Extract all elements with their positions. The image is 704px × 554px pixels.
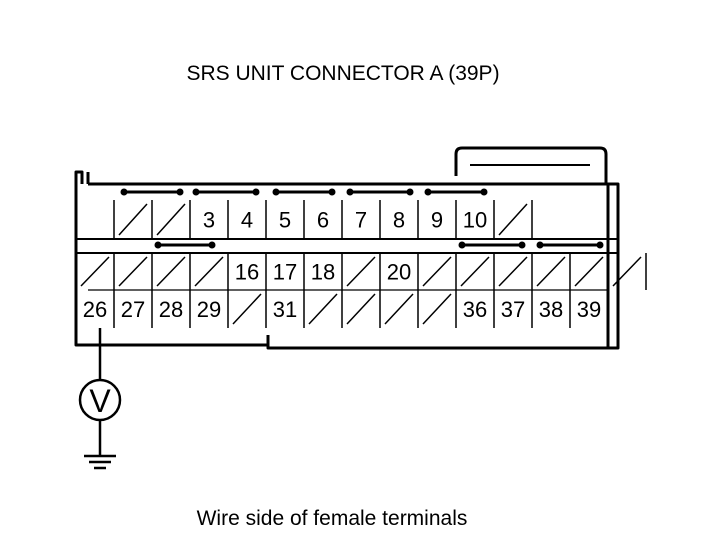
terminal-indicators <box>120 188 604 249</box>
terminal-label: 28 <box>159 297 183 322</box>
indicator-dot <box>120 188 128 196</box>
terminal-label: 36 <box>463 297 487 322</box>
terminal-label: 27 <box>121 297 145 322</box>
terminal-label: 37 <box>501 297 525 322</box>
indicator-dot <box>176 188 184 196</box>
indicator-dot <box>252 188 260 196</box>
empty-cavity <box>80 256 110 287</box>
connector-housing <box>74 146 620 350</box>
empty-cavity <box>346 256 376 287</box>
empty-cavity <box>536 256 566 287</box>
terminal-label: 10 <box>463 208 487 233</box>
empty-cavity <box>308 293 338 325</box>
indicator-dot <box>346 188 354 196</box>
empty-cavity <box>384 293 414 325</box>
terminal-label: 17 <box>273 260 297 285</box>
terminal-label: 29 <box>197 297 221 322</box>
terminal-label: 6 <box>317 208 329 233</box>
terminal-label: 20 <box>387 260 411 285</box>
empty-cavity <box>232 293 262 325</box>
terminal-cells: 3 4 5 6 7 8 9 10 16 17 18 20 26 27 28 29 31 36 37 38 39 <box>76 200 647 328</box>
empty-cavity <box>346 293 376 325</box>
empty-cavity <box>460 256 490 287</box>
voltmeter-icon: V <box>78 378 122 422</box>
empty-cavity <box>156 203 186 236</box>
terminal-label: 8 <box>393 208 405 233</box>
meter-symbol: V <box>89 383 111 419</box>
indicator-dot <box>208 241 216 249</box>
terminal-label: 31 <box>273 297 297 322</box>
empty-cavity <box>422 293 452 325</box>
terminal-label: 3 <box>203 208 215 233</box>
empty-cavity <box>612 256 642 287</box>
diagram-caption: Wire side of female terminals <box>197 507 468 530</box>
empty-cavity <box>422 256 452 287</box>
terminal-label: 26 <box>83 297 107 322</box>
empty-cavity <box>498 203 528 236</box>
indicator-dot <box>424 188 432 196</box>
ground-icon <box>84 454 116 470</box>
empty-cavity <box>156 256 186 287</box>
empty-cavity <box>574 256 604 287</box>
indicator-dot <box>328 188 336 196</box>
terminal-label: 5 <box>279 208 291 233</box>
empty-cavity <box>194 256 224 287</box>
terminal-label: 7 <box>355 208 367 233</box>
indicator-dot <box>458 241 466 249</box>
indicator-dot <box>518 241 526 249</box>
indicator-dot <box>154 241 162 249</box>
diagram-title: SRS UNIT CONNECTOR A (39P) <box>186 62 499 85</box>
indicator-dot <box>480 188 488 196</box>
indicator-dot <box>536 241 544 249</box>
terminal-label: 9 <box>431 208 443 233</box>
indicator-dot <box>596 241 604 249</box>
terminal-label: 18 <box>311 260 335 285</box>
indicator-dot <box>406 188 414 196</box>
empty-cavity <box>118 256 148 287</box>
empty-cavity <box>118 203 148 236</box>
terminal-label: 4 <box>241 208 253 233</box>
terminal-label: 16 <box>235 260 259 285</box>
indicator-dot <box>192 188 200 196</box>
terminal-label: 39 <box>577 297 601 322</box>
terminal-label: 38 <box>539 297 563 322</box>
indicator-dot <box>272 188 280 196</box>
empty-cavity <box>498 256 528 287</box>
